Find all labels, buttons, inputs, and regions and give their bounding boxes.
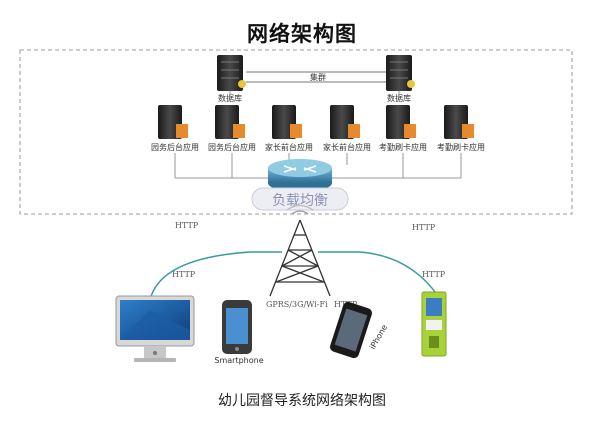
- database-server-right: 数据库: [386, 55, 415, 103]
- figure-caption: 幼儿园督导系统网络架构图: [218, 393, 386, 409]
- app-label-1: 园务后台应用: [151, 142, 199, 152]
- cluster-link: 集群: [246, 71, 390, 83]
- app-server-4: 家长前台应用: [323, 105, 371, 152]
- app-label-6: 考勤刷卡应用: [437, 142, 485, 152]
- network-diagram: 集群 数据库 数据库 园务后台应用 园务后台应用 家长前台应用 家长前台应用: [19, 49, 573, 365]
- cell-tower-icon: [269, 204, 331, 297]
- load-balancer: 负载均衡: [251, 159, 349, 211]
- iphone-icon: iPhone: [330, 301, 389, 359]
- wireless-links: [149, 251, 439, 301]
- http-label-top-right: HTTP: [412, 223, 436, 232]
- database-server-left: 数据库: [217, 55, 246, 103]
- http-label-kiosk: HTTP: [422, 270, 446, 279]
- app-label-2: 园务后台应用: [208, 142, 256, 152]
- http-label-desktop: HTTP: [172, 270, 196, 279]
- app-server-6: 考勤刷卡应用: [437, 105, 485, 152]
- http-label-top-left: HTTP: [175, 221, 199, 230]
- attendance-kiosk-icon: [421, 291, 447, 357]
- app-server-5: 考勤刷卡应用: [379, 105, 427, 152]
- smartphone-icon: Smartphone: [214, 300, 264, 365]
- app-server-3: 家长前台应用: [265, 105, 313, 152]
- app-label-5: 考勤刷卡应用: [379, 142, 427, 152]
- app-label-3: 家长前台应用: [265, 142, 313, 152]
- arrows-icon: [283, 165, 317, 173]
- smartphone-label: Smartphone: [214, 356, 263, 365]
- network-label: GPRS/3G/Wi-Fi: [266, 300, 328, 309]
- app-connectors: [174, 91, 462, 179]
- app-server-1: 园务后台应用: [151, 105, 199, 152]
- desktop-computer-icon: [115, 295, 195, 362]
- iphone-label: iPhone: [368, 323, 389, 351]
- key-icon: [238, 80, 246, 88]
- server-zone-border: [19, 49, 573, 215]
- key-icon: [407, 80, 415, 88]
- app-server-2: 园务后台应用: [208, 105, 256, 152]
- cluster-label: 集群: [310, 72, 326, 82]
- diagram-title: 网络架构图: [247, 22, 357, 46]
- app-label-4: 家长前台应用: [323, 142, 371, 152]
- load-balancer-label: 负载均衡: [272, 193, 328, 209]
